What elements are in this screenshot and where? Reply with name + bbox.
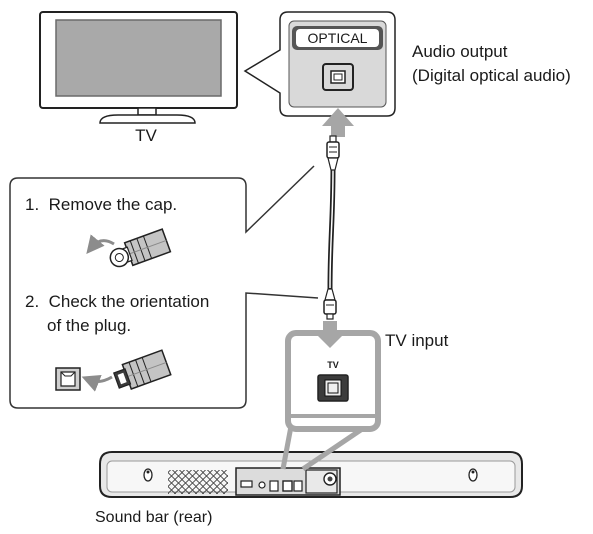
aux-port-icon bbox=[269, 480, 279, 492]
insert-arrow-icon bbox=[81, 374, 113, 392]
keyhole-icon-left bbox=[143, 468, 153, 482]
tv-stand-neck bbox=[137, 107, 157, 116]
tv-input-label: TV input bbox=[385, 331, 449, 350]
audio-output-title: Audio output bbox=[412, 42, 508, 61]
port-panel bbox=[235, 467, 341, 496]
socket-icon bbox=[55, 367, 81, 391]
sound-bar-label: Sound bar (rear) bbox=[95, 509, 212, 526]
tv-input-port-icon bbox=[317, 374, 349, 402]
speaker-grille bbox=[168, 470, 228, 494]
optical-port-icon bbox=[322, 63, 354, 91]
sound-bar-rear bbox=[99, 451, 523, 498]
optical-port-label: OPTICAL bbox=[308, 30, 368, 46]
optical-output-callout: OPTICAL bbox=[243, 11, 396, 117]
step1-text: 1. Remove the cap. bbox=[25, 195, 177, 214]
tv-input-port-label: TV bbox=[327, 360, 339, 370]
optical-input-port-icon-2 bbox=[293, 480, 303, 492]
tv-label: TV bbox=[135, 126, 157, 145]
optical-label-plate bbox=[296, 29, 379, 47]
audio-output-subtitle: (Digital optical audio) bbox=[412, 66, 571, 85]
usb-port-icon bbox=[240, 480, 253, 488]
top-plug-icon bbox=[326, 135, 340, 171]
instruction-callout: 1. Remove the cap. 2. Check the orientat… bbox=[9, 165, 319, 409]
keyhole-icon-right bbox=[468, 468, 478, 482]
step2-text-line1: 2. Check the orientation bbox=[25, 292, 209, 311]
tv-stand-base bbox=[99, 114, 196, 124]
tv-screen bbox=[55, 19, 222, 97]
remove-cap-illustration bbox=[86, 228, 172, 268]
tv-input-callout: TV bbox=[280, 330, 381, 472]
down-arrow-icon bbox=[313, 321, 347, 348]
step2-text-line2: of the plug. bbox=[47, 316, 131, 335]
jack-port-icon bbox=[258, 481, 266, 489]
up-arrow-icon bbox=[322, 108, 354, 137]
curved-arrow-icon bbox=[86, 234, 115, 254]
tv-illustration bbox=[39, 11, 238, 124]
optical-cable bbox=[323, 135, 340, 320]
instruction-box-outline bbox=[9, 165, 319, 409]
optical-input-port-icon bbox=[282, 480, 293, 492]
plug-orientation-illustration bbox=[55, 349, 172, 392]
bottom-plug-icon bbox=[323, 288, 337, 320]
